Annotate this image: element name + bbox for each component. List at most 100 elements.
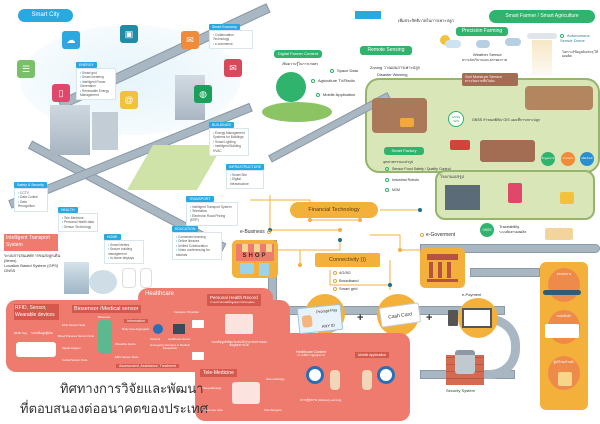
badge: ข้อมูลตลาด xyxy=(541,152,555,166)
mobile-pin-icon xyxy=(377,366,395,384)
remote-sensing-title: Remote Sensing xyxy=(360,46,412,55)
rfid-title: RFID, Sensor, Wearable devices xyxy=(14,304,59,320)
cloud-icon xyxy=(445,40,461,48)
telemed-title: Tele-Medicine xyxy=(200,369,237,377)
conn-item: Smart grid xyxy=(333,286,357,291)
drone-icon xyxy=(527,33,557,39)
smart-factory-title: Smart Factory xyxy=(384,147,424,155)
factory-item: Industrial Robots xyxy=(385,178,419,183)
cloud-icon xyxy=(476,40,490,48)
document-icon: ☰ xyxy=(17,60,35,78)
assessment-label: Assessment, Assistance, Treatment xyxy=(116,364,179,368)
agriculture-title: Smart Farmer / Smart Agriculture xyxy=(489,10,595,23)
globe-icon: ◍ xyxy=(194,85,212,103)
phone-icon: ▯ xyxy=(52,84,70,102)
soil-sensor-card: Soil Moisture Sensor ตรวจวัดความชื้นในดิ… xyxy=(462,73,518,86)
shop-awning xyxy=(236,244,274,252)
doctor-icon xyxy=(122,268,136,288)
remote-sensing-item: Zoning วางแผนการเพาะปลูก xyxy=(370,65,421,70)
factory-item: M2M xyxy=(385,188,400,193)
fintech-badge: Financial Technology xyxy=(290,202,378,218)
shop-card: SHOP xyxy=(232,240,278,278)
bio-label: Signal wrapper xyxy=(62,346,81,350)
telemed-item: Tele-home care xyxy=(202,408,223,412)
infrastructure-box: Smart Site Digital Infrastructure xyxy=(226,170,264,190)
energy-box: Smart grid Smart metering Intelligent Po… xyxy=(76,68,116,101)
conveyor-icon xyxy=(543,290,581,295)
precision-farming-title: Precision Farming xyxy=(456,27,508,36)
energy-label: ENERGY xyxy=(76,62,97,68)
satellite-caption: เพิ่มประสิทธิภาพในการเพาะปลูก xyxy=(398,18,454,23)
infrastructure-label: INFRASTRUCTURE xyxy=(226,164,265,170)
home-box: Smart Meters Secure building management … xyxy=(104,240,144,264)
health-box: Tele-Medicine Personal Health data Senso… xyxy=(58,213,98,233)
digital-farmer-item: Space Data xyxy=(330,68,358,73)
telemed-item: Tele-pathology xyxy=(202,386,222,390)
field-3 xyxy=(480,140,535,162)
mail-icon: ✉ xyxy=(224,59,242,77)
elder-figure xyxy=(330,370,340,390)
city-tower-3 xyxy=(92,112,118,150)
conn-item: 4G/5G xyxy=(333,270,351,275)
chat-icon: ✉ xyxy=(181,31,199,49)
at-icon: @ xyxy=(120,91,138,109)
telemed-item: Tele-radiology xyxy=(266,377,285,381)
hospital-building xyxy=(64,262,89,294)
shop-sign: SHOP xyxy=(236,252,274,261)
trace-title: Traceability xyxy=(499,224,520,229)
lock-icon xyxy=(455,350,475,374)
tractor-icon xyxy=(400,118,414,127)
truck-icon xyxy=(545,228,573,240)
harvester-icon xyxy=(450,140,470,150)
road-loop xyxy=(480,315,520,379)
bio-label: Body Area Aggregator xyxy=(122,327,150,331)
smart-economy-label: Smart Economy xyxy=(209,24,240,30)
cloud-icon xyxy=(505,38,521,46)
tablet-icon xyxy=(448,310,458,326)
network-label: Network xyxy=(150,337,161,341)
plus-icon: + xyxy=(357,312,364,324)
footer-line-1: ทิศทางการวิจัยและพัฒนา xyxy=(60,382,204,397)
rfid-caption: ระบบข้อมูลผู้ป่วย xyxy=(31,331,53,335)
biosensor-title: Biosensor /Medical sensor xyxy=(72,305,141,313)
bank-card xyxy=(420,248,465,288)
transport-box: Intelligent Transport System Telematics … xyxy=(186,202,238,226)
badge: ตรวจสอบคุณภาพ xyxy=(561,152,575,166)
shop-door xyxy=(259,263,269,276)
information-label: Information xyxy=(124,319,148,323)
factory-icon xyxy=(445,185,480,210)
smart-economy-box: Collaboration Technology e-commerce xyxy=(209,30,253,50)
computer-icon xyxy=(192,352,204,360)
smart-city-title: Smart City xyxy=(18,9,73,22)
bank-icon xyxy=(427,254,458,282)
shopping-bag-icon xyxy=(558,372,572,386)
its-title: Intelligent Transport System xyxy=(4,234,58,251)
drone-title: Autonomous Sensor Drone xyxy=(560,33,590,43)
its-list: ระบบสารสนเทศการขนส่งลูกเดิน (Items) Loca… xyxy=(4,253,61,273)
cloud-icon: ☁ xyxy=(62,31,80,49)
network-globe-icon xyxy=(153,324,163,334)
patient-bed-icon xyxy=(16,342,56,357)
bio-label: Inertial Sensor Node xyxy=(62,358,88,362)
person-icon xyxy=(301,314,313,328)
bio-label: EMG Sensor Node xyxy=(115,355,139,359)
drone-beam xyxy=(532,40,552,76)
bio-label: ECG Sensor Node xyxy=(62,323,86,327)
sun-icon xyxy=(440,35,450,45)
healthcare-title: Healthcare xyxy=(145,291,175,297)
trace-badge: GNSS xyxy=(480,223,494,237)
digital-farmer-subtitle: เพิ่มความรู้ในการเกษตร xyxy=(282,62,319,66)
phr-caption: ระบบข้อมูลที่เชื่อมโยงกันได้ สามารถตรวจส… xyxy=(211,340,267,348)
safety-box: CCTV Data Control Data Recognition xyxy=(14,188,48,212)
delivery-truck-icon xyxy=(545,324,579,338)
factory-item: Sensor Food Safety / Quality Control xyxy=(385,167,451,172)
digital-farmer-title: Digital Farmer Content xyxy=(274,50,322,58)
rfid-tag: RFID Tag xyxy=(14,331,27,335)
image-icon: ▣ xyxy=(120,25,138,43)
education-box: Connected learning Online libraries Unif… xyxy=(172,232,222,261)
server-icon xyxy=(173,324,185,334)
bio-label: Biosensor xyxy=(98,315,111,319)
shop-window xyxy=(240,263,254,274)
